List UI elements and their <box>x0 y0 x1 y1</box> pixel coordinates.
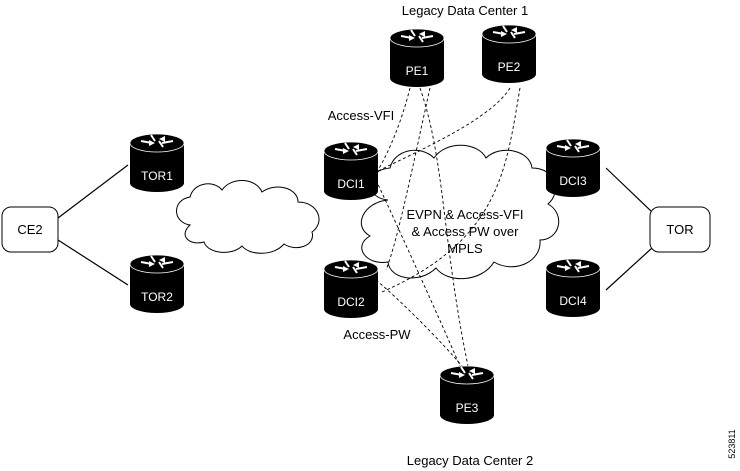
router-label: PE1 <box>406 64 429 78</box>
router-label: DCI1 <box>337 177 365 191</box>
link-ce2-tor1 <box>57 164 129 219</box>
dashed-pe1-pe3 <box>419 87 469 367</box>
cloud-label-line1: EVPN & Access-VFI <box>406 207 523 222</box>
router-label: TOR1 <box>141 169 173 183</box>
dashed-links <box>375 87 521 367</box>
router-dci4[interactable]: DCI4 <box>545 258 601 317</box>
dashed-pe2-dci2 <box>381 87 521 293</box>
router-label: TOR2 <box>141 290 173 304</box>
solid-links <box>57 164 653 291</box>
box-ce2[interactable]: CE2 <box>1 206 59 253</box>
access-pw-label: Access-PW <box>343 327 411 342</box>
router-label: DCI4 <box>559 294 587 308</box>
router-pe3[interactable]: PE3 <box>439 365 495 424</box>
router-pe1[interactable]: PE1 <box>389 28 445 87</box>
router-dci3[interactable]: DCI3 <box>545 138 601 197</box>
router-label: DCI2 <box>337 295 365 309</box>
router-tor2[interactable]: TOR2 <box>129 254 185 313</box>
cloud-icon <box>360 144 560 280</box>
router-label: DCI3 <box>559 174 587 188</box>
figure-id: 523811 <box>727 429 737 458</box>
box-label: CE2 <box>17 222 42 237</box>
cloud-label-line3: MPLS <box>447 241 483 256</box>
router-dci2[interactable]: DCI2 <box>323 259 379 318</box>
router-label: PE2 <box>498 60 521 74</box>
router-label: PE3 <box>456 401 479 415</box>
box-tor[interactable]: TOR <box>649 206 711 253</box>
legacy-dc1-label: Legacy Data Center 1 <box>402 3 528 18</box>
link-ce2-tor2 <box>57 239 129 286</box>
link-dci3-tor <box>605 167 653 213</box>
dashed-dci2-pe3 <box>375 279 463 367</box>
cloud-label-line2: & Access PW over <box>412 224 520 239</box>
link-dci4-tor <box>605 247 653 291</box>
dashed-dci1-pe3 <box>375 179 461 367</box>
legacy-dc2-label: Legacy Data Center 2 <box>407 453 533 468</box>
cloud-icon <box>176 180 320 254</box>
access-vfi-label: Access-VFI <box>328 108 394 123</box>
router-pe2[interactable]: PE2 <box>481 24 537 83</box>
router-tor1[interactable]: TOR1 <box>129 133 185 192</box>
router-dci1[interactable]: DCI1 <box>323 141 379 200</box>
box-label: TOR <box>666 222 693 237</box>
